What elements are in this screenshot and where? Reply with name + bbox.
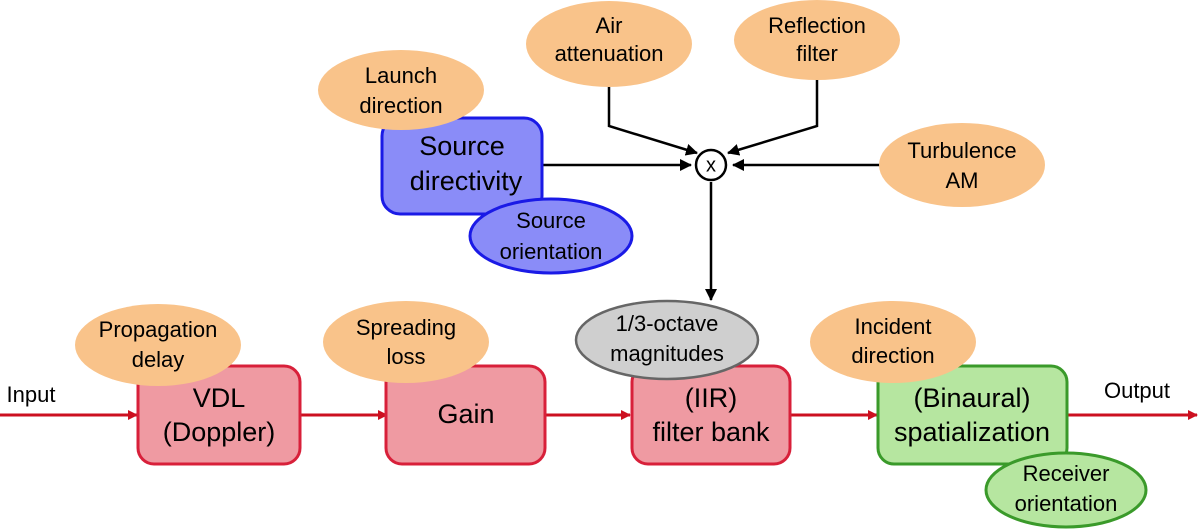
svg-text:Receiver: Receiver — [1023, 461, 1110, 486]
svg-text:Turbulence: Turbulence — [907, 138, 1016, 163]
svg-text:Incident: Incident — [854, 314, 931, 339]
svg-text:delay: delay — [132, 347, 185, 372]
svg-text:x: x — [706, 154, 716, 176]
svg-text:Air: Air — [596, 13, 623, 38]
svg-text:Spreading: Spreading — [356, 315, 456, 340]
svg-text:(Binaural): (Binaural) — [913, 383, 1030, 413]
param-launch-direction: Launch direction — [318, 50, 484, 130]
svg-text:magnitudes: magnitudes — [610, 341, 724, 366]
svg-text:(IIR): (IIR) — [685, 383, 737, 413]
svg-text:1/3-octave: 1/3-octave — [616, 311, 719, 336]
iir-filter-bank-block: (IIR) filter bank — [630, 364, 792, 466]
param-air-attenuation: Air attenuation — [526, 1, 692, 87]
source-directivity-block: Source directivity — [380, 116, 544, 216]
svg-text:Source: Source — [516, 208, 586, 233]
svg-text:filter: filter — [796, 41, 838, 66]
control-arrows — [543, 78, 880, 301]
multiplier-node: x — [694, 148, 728, 182]
svg-text:orientation: orientation — [500, 239, 603, 264]
svg-text:spatialization: spatialization — [894, 417, 1050, 447]
svg-text:direction: direction — [851, 343, 934, 368]
svg-text:AM: AM — [946, 168, 979, 193]
svg-text:loss: loss — [386, 344, 425, 369]
param-spreading-loss: Spreading loss — [323, 301, 489, 383]
svg-text:(Doppler): (Doppler) — [163, 417, 276, 447]
gain-block: Gain — [384, 364, 547, 466]
svg-text:direction: direction — [359, 93, 442, 118]
svg-text:Source: Source — [419, 131, 505, 161]
svg-text:VDL: VDL — [193, 383, 246, 413]
receiver-orientation: Receiver orientation — [984, 451, 1148, 529]
arrow-air-to-multiplier — [607, 85, 698, 156]
svg-text:orientation: orientation — [1015, 491, 1118, 516]
arrow-reflection-to-multiplier — [727, 78, 819, 156]
svg-text:directivity: directivity — [410, 166, 523, 196]
vdl-doppler-block: VDL (Doppler) — [136, 364, 302, 466]
svg-text:Launch: Launch — [365, 63, 437, 88]
svg-text:attenuation: attenuation — [555, 41, 664, 66]
param-propagation-delay: Propagation delay — [75, 304, 241, 386]
svg-text:Reflection: Reflection — [768, 13, 866, 38]
binaural-spatialization-block: (Binaural) spatialization — [876, 364, 1069, 466]
param-incident-direction: Incident direction — [810, 301, 976, 383]
source-orientation: Source orientation — [468, 197, 634, 275]
third-octave-magnitudes: 1/3-octave magnitudes — [574, 299, 760, 381]
output-label: Output — [1104, 378, 1170, 403]
svg-text:filter bank: filter bank — [652, 417, 770, 447]
param-reflection-filter: Reflection filter — [734, 0, 900, 80]
svg-text:Gain: Gain — [437, 399, 494, 429]
input-label: Input — [7, 382, 56, 407]
param-turbulence-am: Turbulence AM — [879, 123, 1045, 207]
svg-text:Propagation: Propagation — [99, 317, 218, 342]
